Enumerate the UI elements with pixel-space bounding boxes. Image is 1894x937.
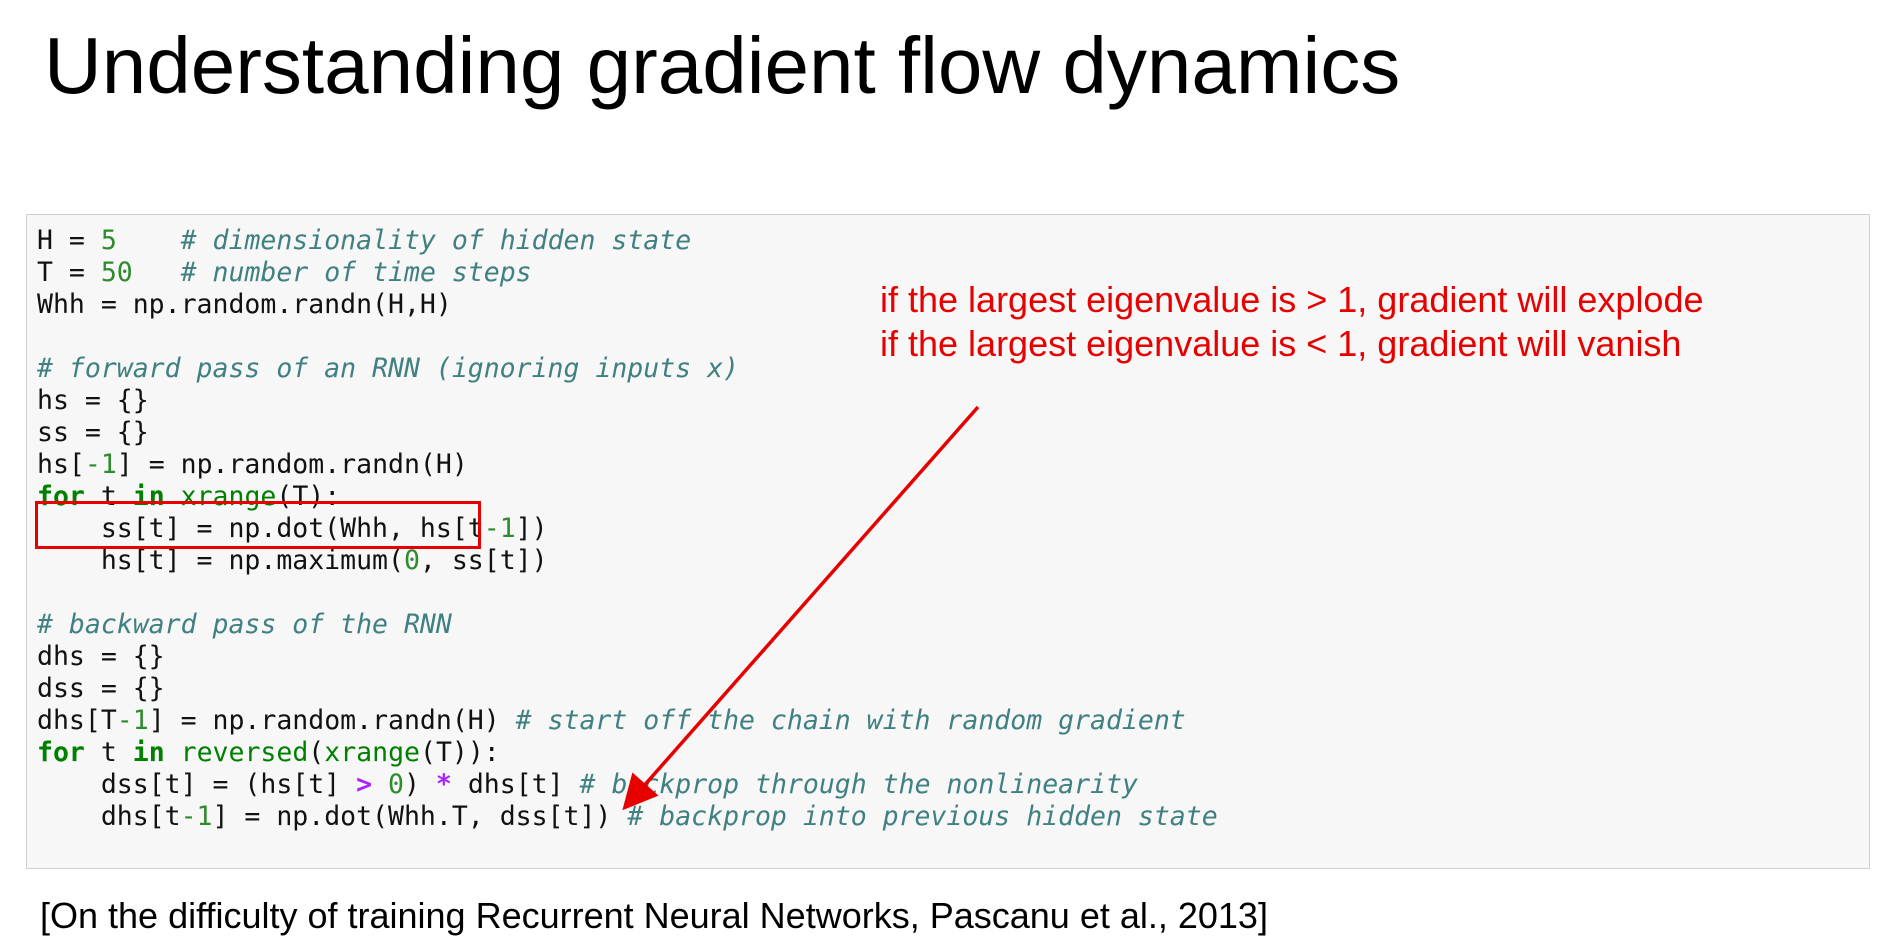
code-line-8: hs[-1] = np.random.randn(H) — [37, 449, 1218, 481]
code-text: hs = {} — [37, 385, 149, 416]
code-text: (T)): — [419, 737, 500, 768]
code-builtin: reversed — [180, 737, 309, 768]
code-line-13: # backward pass of the RNN — [37, 609, 1218, 641]
code-number: -1 — [84, 449, 117, 480]
code-text: ] = np.dot(Whh.T, dss[t]) — [212, 801, 628, 832]
code-number: 50 — [100, 257, 133, 288]
code-text: dss = {} — [37, 673, 165, 704]
code-text: ) — [404, 769, 436, 800]
code-builtin: xrange — [180, 481, 277, 512]
code-number: 5 — [100, 225, 117, 256]
code-text: ] = np.random.randn(H) — [148, 705, 516, 736]
code-keyword: for — [37, 737, 85, 768]
code-builtin: xrange — [324, 737, 420, 768]
code-line-19: dhs[t-1] = np.dot(Whh.T, dss[t]) # backp… — [37, 801, 1218, 833]
code-number: 0 — [388, 769, 404, 800]
code-number: -1 — [483, 513, 516, 544]
code-text: hs[t] = np.maximum( — [37, 545, 404, 576]
code-comment: # start off the chain with random gradie… — [515, 705, 1186, 736]
code-line-3: Whh = np.random.randn(H,H) — [37, 289, 1218, 321]
code-number: -1 — [116, 705, 149, 736]
code-text: ]) — [515, 513, 548, 544]
code-line-5: # forward pass of an RNN (ignoring input… — [37, 353, 1218, 385]
code-text: dss[t] = (hs[t] — [37, 769, 357, 800]
code-comment: # dimensionality of hidden state — [180, 225, 692, 256]
code-line-15: dss = {} — [37, 673, 1218, 705]
annotation-line-explode: if the largest eigenvalue is > 1, gradie… — [880, 279, 1704, 320]
code-text: ( — [308, 737, 325, 768]
code-comment: # forward pass of an RNN (ignoring input… — [37, 353, 739, 384]
slide-title: Understanding gradient flow dynamics — [44, 21, 1401, 110]
code-line-10: ss[t] = np.dot(Whh, hs[t-1]) — [37, 513, 1218, 545]
code-line-7: ss = {} — [37, 417, 1218, 449]
citation: [On the difficulty of training Recurrent… — [40, 895, 1268, 936]
code-text: dhs[t — [37, 801, 181, 832]
code-comment: # number of time steps — [180, 257, 532, 288]
code-operator: > — [356, 769, 373, 800]
code-text: T = — [37, 257, 101, 288]
code-line-9: for t in xrange(T): — [37, 481, 1218, 513]
code-line-2: T = 50 # number of time steps — [37, 257, 1218, 289]
code-text: dhs[t] — [451, 769, 580, 800]
arrow-line — [622, 405, 980, 811]
code-line-16: dhs[T-1] = np.random.randn(H) # start of… — [37, 705, 1218, 737]
code-text: hs[ — [37, 449, 85, 480]
annotation-line-vanish: if the largest eigenvalue is < 1, gradie… — [880, 323, 1682, 364]
code-comment: # backprop into previous hidden state — [627, 801, 1218, 832]
code-text: , ss[t]) — [419, 545, 548, 576]
code-line-14: dhs = {} — [37, 641, 1218, 673]
code-operator: * — [435, 769, 452, 800]
code-number: 0 — [403, 545, 420, 576]
code-keyword: for — [37, 481, 85, 512]
code-keyword: in — [132, 737, 165, 768]
code-number: -1 — [180, 801, 213, 832]
code-text: ss[t] = np.dot(Whh, hs[t — [37, 513, 484, 544]
code-text: dhs = {} — [37, 641, 165, 672]
code-comment: # backward pass of the RNN — [37, 609, 452, 640]
code-text: t — [84, 481, 133, 512]
code-line-6: hs = {} — [37, 385, 1218, 417]
whh-highlight-box — [35, 501, 481, 549]
code-text: ss = {} — [37, 417, 149, 448]
code-text: dhs[T — [37, 705, 117, 736]
code-text: ] = np.random.randn(H) — [116, 449, 468, 480]
eigenvalue-annotation: if the largest eigenvalue is > 1, gradie… — [880, 278, 1704, 366]
code-text: t — [84, 737, 133, 768]
code-line-1: H = 5 # dimensionality of hidden state — [37, 225, 1218, 257]
code-keyword: in — [132, 481, 165, 512]
code-text: H = — [37, 225, 101, 256]
code-line-11: hs[t] = np.maximum(0, ss[t]) — [37, 545, 1218, 577]
code-line-17: for t in reversed(xrange(T)): — [37, 737, 1218, 769]
code-text: Whh = np.random.randn(H,H) — [37, 289, 452, 320]
code-text: (T): — [276, 481, 341, 512]
